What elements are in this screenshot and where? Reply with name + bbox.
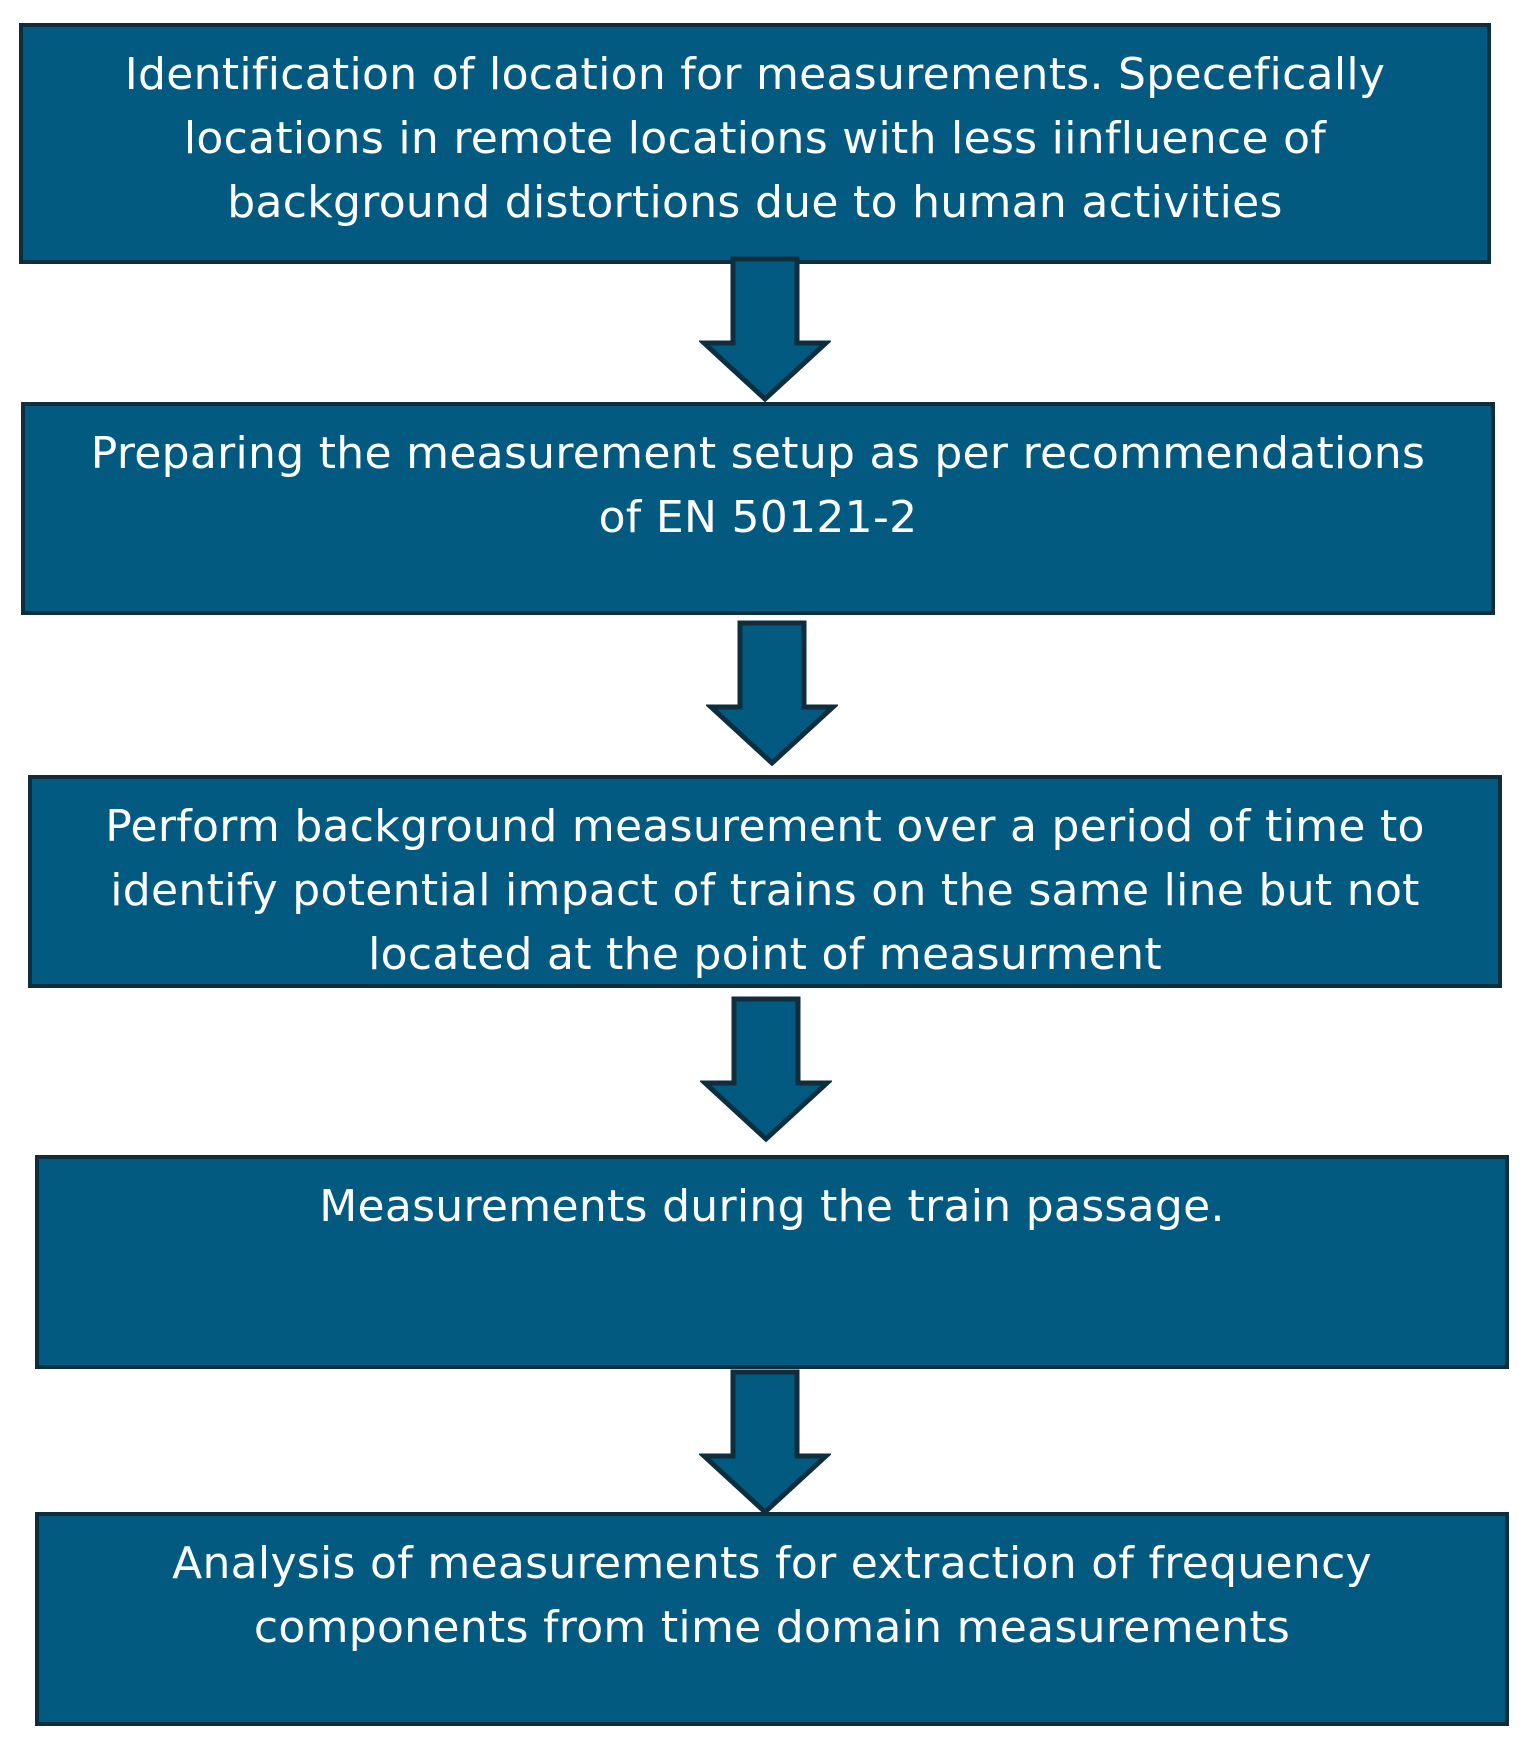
down-arrow-icon	[699, 1369, 831, 1517]
down-arrow-icon	[700, 996, 832, 1144]
down-arrow-icon	[706, 620, 838, 768]
step-text-line: identify potential impact of trains on t…	[110, 865, 1420, 916]
step-text-line: locations in remote locations with less …	[183, 113, 1327, 164]
flow-step-analysis: Analysis of measurements for extraction …	[35, 1512, 1509, 1726]
flow-step-train-passage: Measurements during the train passage.	[35, 1155, 1509, 1369]
step-text-line: Perform background measurement over a pe…	[105, 801, 1425, 852]
down-arrow-icon	[699, 256, 831, 404]
step-text-line: components from time domain measurements	[253, 1602, 1291, 1653]
flow-step-identify-location: Identification of location for measureme…	[19, 23, 1491, 264]
step-text-line: Measurements during the train passage.	[319, 1181, 1225, 1232]
flow-step-prepare-setup: Preparing the measurement setup as per r…	[21, 402, 1495, 615]
step-text-line: of EN 50121-2	[598, 492, 918, 543]
flow-step-background-measurement: Perform background measurement over a pe…	[28, 775, 1502, 988]
step-text-line: Analysis of measurements for extraction …	[172, 1538, 1372, 1589]
step-text-line: Preparing the measurement setup as per r…	[90, 428, 1426, 479]
step-text-line: Identification of location for measureme…	[124, 49, 1386, 100]
step-text-line: located at the point of measurment	[368, 929, 1162, 980]
step-text-line: background distortions due to human acti…	[227, 177, 1283, 228]
